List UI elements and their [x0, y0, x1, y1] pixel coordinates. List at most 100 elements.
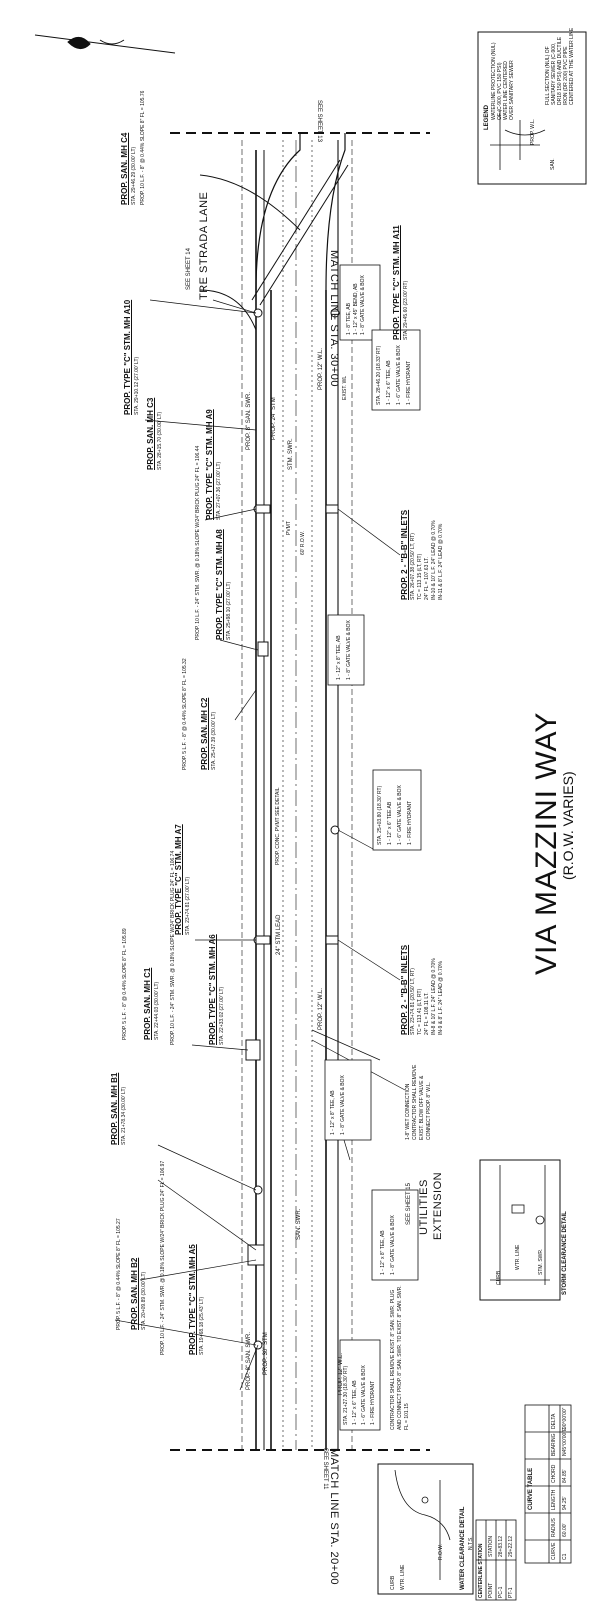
- curve-table-header: DELTA: [551, 1413, 557, 1429]
- callout-title: PROP. SAN. MH C2: [200, 697, 209, 770]
- row-note: (R.O.W. VARIES): [560, 771, 576, 880]
- callout-title: PROP. TYPE "C" STM. MH A8: [215, 529, 224, 640]
- callout-title: PROP. SAN. MH C1: [143, 967, 152, 1040]
- stm-label: PROP. 24" STM: [271, 397, 277, 440]
- centerline-table-cell: PC-1: [498, 1586, 504, 1598]
- callout-sub: STA. 23+74.81 (27.00' LT): [185, 876, 191, 935]
- callout-title: PROP. SAN. MH C3: [146, 397, 155, 470]
- water-detail-title: WATER CLEARANCE DETAIL: [460, 1506, 466, 1590]
- callout-title: PROP. TYPE "C" STM. MH A6: [208, 934, 217, 1045]
- water-box-row: 1 - 12" x 8" TEE, AB: [330, 1090, 336, 1135]
- water-box-row: 1 - 6" GATE VALVE & BOX: [396, 345, 402, 405]
- pvmt-label: PVMT: [286, 521, 292, 535]
- legend-title: LEGEND: [484, 104, 490, 130]
- water-box-row: 1 - 12" x 6" TEE, AB: [352, 1380, 358, 1425]
- water-detail-wtr: WTR. LINE: [400, 1564, 406, 1590]
- callout-note: PROP. 5 L.F. - 8" @ 0.44% SLOPE 8" FL = …: [182, 658, 188, 770]
- callout-note: PROP. 5 L.F. - 8" @ 0.44% SLOPE 8" FL = …: [122, 928, 128, 1040]
- callout-sub: STA. 29+10.12 (27.00' LT): [134, 356, 140, 415]
- inlet-sub: STA. 23+74.81 (20.50' LT, RT): [410, 968, 416, 1035]
- inlet-row: 24" FL = 107.63 LT.: [424, 556, 430, 600]
- inlet-row: IN-10 & 10' L.F. 24" LEAD @ 0.70%: [431, 520, 437, 600]
- inlet-row: IN-9 & 8' L.F. 24" LEAD @ 0.70%: [438, 961, 444, 1035]
- water-detail-curb: CURB: [390, 1575, 396, 1590]
- callout-sub: STA. 20+09.89 (30.00' LT): [141, 1271, 147, 1330]
- utilities-label: UTILITIES: [418, 1179, 430, 1235]
- centerline-table-cell: PT-1: [508, 1587, 514, 1598]
- exist-wl-label: EXIST. WL: [342, 375, 348, 400]
- callout-sub: STA. 25+37.39 (30.00' LT): [211, 711, 217, 770]
- curve-table-cell: 60.00': [562, 1523, 568, 1537]
- callout-note: PROP. 10 L.F. - 24" STM. SWR. @ 0.18% SL…: [195, 445, 201, 640]
- callout-sub: STA. 29+46.29 (30.00' LT): [131, 146, 137, 205]
- water-box-row: 1 - 12" x 8" TEE, AB: [336, 635, 342, 680]
- north-arrow-icon: [34, 34, 176, 54]
- curve-table-cell: 90°00'00": [562, 1407, 568, 1429]
- callout-sub: STA. 21+78.34 (30.00' LT): [121, 1086, 127, 1145]
- storm-detail-title: STORM CLEARANCE DETAIL: [562, 1211, 568, 1295]
- callout-sub: STA. 25+98.10 (27.00' LT): [226, 581, 232, 640]
- match-line-top-label: MATCH LINE STA. 30+00: [328, 250, 340, 387]
- san-label: PROP. 8" SAN. SWR.: [246, 1331, 252, 1390]
- wl-label: PROP. 12" W.L.: [318, 347, 324, 390]
- legend-line: PROP. W.L.: [530, 118, 536, 145]
- water-box-row: 1 - FIRE HYDRANT: [406, 360, 412, 405]
- callout-sub: STA. 28+15.70 (30.00' LT): [157, 411, 163, 470]
- storm-detail-wtr: WTR. LINE: [515, 1244, 521, 1270]
- water-box-row: 1 - 6" GATE VALVE & BOX: [361, 1365, 367, 1425]
- water-box-row: 1 - 8" GATE VALVE & BOX: [346, 620, 352, 680]
- stm-label: PROP. 30" STM: [263, 1332, 269, 1375]
- extension-label: EXTENSION: [432, 1171, 444, 1240]
- callout-sub: STA. 22+44.03 (30.00' LT): [154, 981, 160, 1040]
- callout-title: PROP. SAN. MH B2: [130, 1257, 139, 1330]
- curve-table-header: LENGTH: [551, 1489, 557, 1510]
- callout-sub: STA. 22+33.02 (27.00' LT): [219, 986, 225, 1045]
- water-box-row: EXIST. BLOW OFF VALVE &: [419, 1075, 425, 1140]
- callout-sub: STA. 27+07.36 (27.00' LT): [216, 461, 222, 520]
- san-label: PROP. 8" SAN. SWR.: [246, 391, 252, 450]
- match-line-bottom-label: MATCH LINE STA. 20+00: [328, 1448, 340, 1585]
- row-label: 60' R.O.W.: [300, 530, 306, 555]
- storm-detail-curb: CURB: [496, 1270, 502, 1285]
- water-box-row: 1 - 8" GATE VALVE & BOX: [340, 1075, 346, 1135]
- inlet-row: TC = 113.15 (LT, RT): [417, 553, 423, 600]
- callout-sub: STA. 19+68.18 (25.43' LT): [199, 1296, 205, 1355]
- water-box-row: CONTRACTOR SHALL REMOVE: [412, 1064, 418, 1140]
- water-box-row: 1 - 12" x 6" TEE, AB: [386, 360, 392, 405]
- inlet-row: IN-8 & 10' L.F. 24" LEAD @ 0.70%: [431, 958, 437, 1035]
- centerline-table-cell: 28+83.12: [498, 1536, 504, 1557]
- storm-detail-stm: STM. SWR.: [538, 1248, 544, 1275]
- legend-line: OVER SANITARY SEWER: [509, 60, 515, 120]
- centerline-table-box: [475, 1519, 517, 1601]
- callout-title: PROP. TYPE "C" STM. MH A9: [205, 409, 214, 520]
- curve-table-cell: C1: [562, 1553, 568, 1560]
- water-box-row: 1 - 12" x 45" BEND, AB: [353, 283, 359, 335]
- callout-note: PROP. 5 L.F. - 8" @ 0.44% SLOPE 8" FL = …: [116, 1218, 122, 1330]
- callout-sub: STA. 29+45.60 (23.00' RT): [403, 280, 409, 340]
- callout-title: PROP. SAN. MH B1: [110, 1072, 119, 1145]
- callout-title: PROP. TYPE "C" STM. MH A11: [392, 225, 401, 340]
- callout-title: PROP. TYPE "C" STM. MH A5: [188, 1244, 197, 1355]
- water-detail-scale: N.T.S.: [468, 1536, 474, 1550]
- match-line-bottom-see: SEE SHEET 11: [322, 1448, 328, 1490]
- water-box-row: 1 - 12" x 8" TEE, AB: [380, 1230, 386, 1275]
- callout-title: PROP. SAN. MH C4: [120, 132, 129, 205]
- callout-note: PROP. 10 L.F. - 24" STM. SWR. @ 0.18% SL…: [160, 1160, 166, 1355]
- storm-clearance-detail-box: [479, 1159, 561, 1301]
- inlet-sub: STA. 26+07.38 (20.50' LT, RT): [410, 533, 416, 600]
- water-box-row: 1 - 6" GATE VALVE & BOX: [397, 785, 403, 845]
- inlet-row: 24" FL = 108.11 LT.: [424, 992, 430, 1035]
- water-box-row: 1-8" WET CONNECTION: [405, 1083, 411, 1140]
- wl-label: PROP. 12" W.L.: [338, 1352, 344, 1395]
- centerline-table-title: CENTERLINE STATION: [478, 1543, 484, 1598]
- water-box-row: 1 - 8" GATE VALVE & BOX: [360, 275, 366, 335]
- curve-table-header: RADIUS: [551, 1518, 557, 1537]
- san-swr-label: SAN. SWR.: [296, 1208, 302, 1240]
- see-sheet-14: SEE SHEET 14: [186, 248, 192, 290]
- callout-note: PROP. 10 L.F. - 24" STM. SWR. @ 0.18% SL…: [170, 850, 176, 1045]
- inlet-row: TC = 113.41 (LT, RT): [417, 988, 423, 1035]
- curve-table-header: CURVE: [551, 1542, 557, 1560]
- curve-table-cell: 84.85': [562, 1469, 568, 1483]
- inlet-title: PROP. 2 - "B-B" INLETS: [400, 509, 409, 600]
- callout-note: PROP. 10 L.F. - 8" @ 0.44% SLOPE 8" FL =…: [140, 90, 146, 205]
